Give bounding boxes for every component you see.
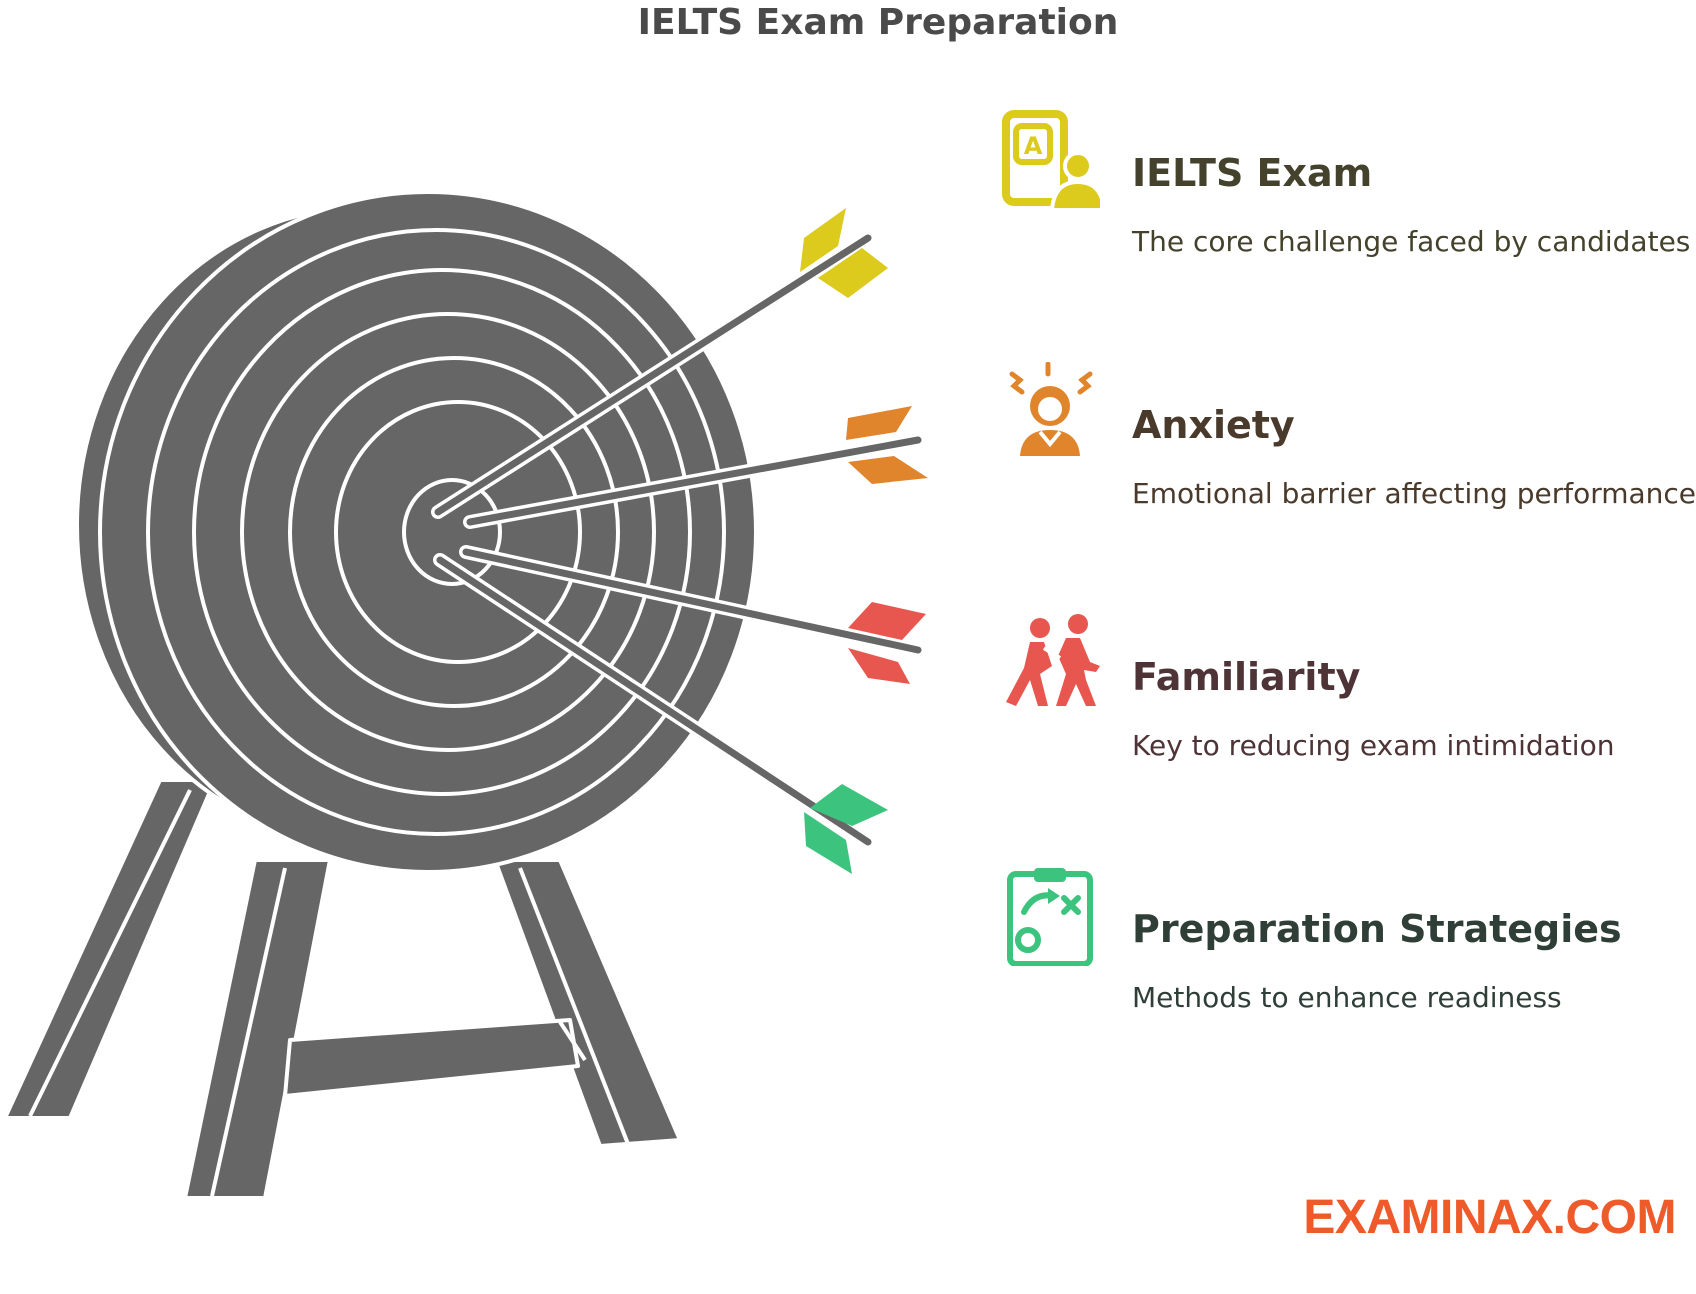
item-heading: Anxiety bbox=[1132, 403, 1295, 447]
two-people-icon bbox=[1006, 614, 1100, 706]
brand-logo-text[interactable]: EXAMINAX.COM bbox=[1303, 1191, 1676, 1244]
item-description: Emotional barrier affecting performance bbox=[1132, 477, 1696, 510]
target-face bbox=[98, 190, 758, 874]
item-heading: Preparation Strategies bbox=[1132, 907, 1622, 951]
item-description: The core challenge faced by candidates bbox=[1132, 225, 1691, 258]
item-description: Methods to enhance readiness bbox=[1132, 981, 1562, 1014]
arrow-green bbox=[433, 553, 888, 874]
strategy-clipboard-icon bbox=[1007, 868, 1093, 966]
target-illustration bbox=[3, 190, 928, 1200]
arrow-yellow bbox=[431, 208, 888, 519]
exam-candidate-icon: A bbox=[1002, 110, 1100, 210]
anxious-person-icon bbox=[1009, 362, 1093, 456]
item-heading: IELTS Exam bbox=[1132, 151, 1373, 195]
arrow-orange bbox=[463, 406, 928, 529]
item-heading: Familiarity bbox=[1132, 655, 1361, 699]
arrow-red bbox=[459, 545, 926, 684]
svg-text:A: A bbox=[1024, 132, 1043, 160]
page-title: IELTS Exam Preparation bbox=[637, 2, 1119, 43]
item-description: Key to reducing exam intimidation bbox=[1132, 729, 1615, 762]
